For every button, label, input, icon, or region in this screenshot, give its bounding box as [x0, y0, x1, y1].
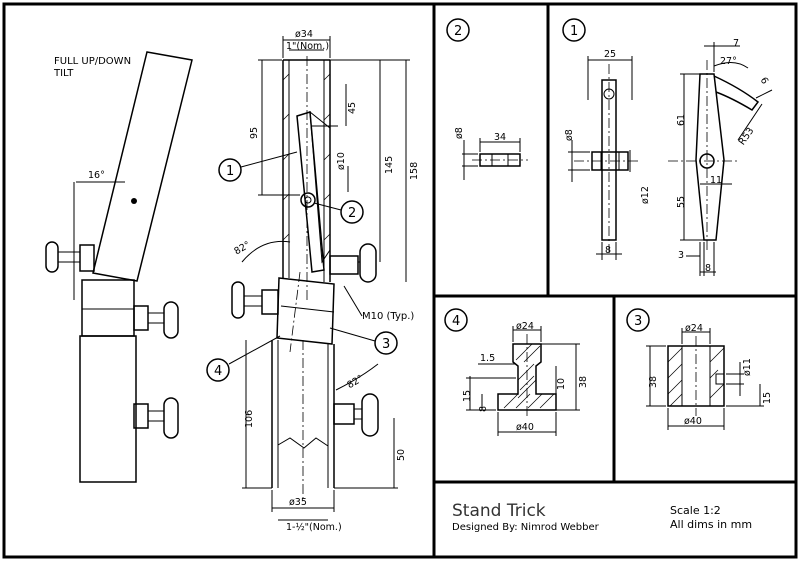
wedge-part-1	[296, 111, 325, 273]
dim-p4-8: 8	[478, 406, 489, 412]
svg-text:3: 3	[382, 337, 390, 352]
dim-p3-d24: ø24	[685, 323, 703, 334]
knob-section-upper	[359, 243, 377, 283]
dim-nom1: 1"(Nom.)	[286, 41, 329, 52]
dim-p1-d8: ø8	[564, 129, 575, 141]
assembly-section-view: ø34 1"(Nom.) 95 45 ø10 145 158 82°	[231, 29, 420, 533]
break-line	[277, 437, 329, 449]
title-block: Stand Trick Designed By: Nimrod Webber S…	[452, 501, 752, 533]
wedge-side-view	[695, 73, 725, 241]
dim-p4-d24: ø24	[516, 321, 534, 332]
dim-p4-10: 10	[556, 378, 567, 390]
panel-part-2: 2 34 ø8	[446, 18, 528, 180]
panel-part-4: 4 ø24 1.5 15 8 10 38 ø40	[444, 308, 589, 436]
dim-p4-d40: ø40	[516, 422, 534, 433]
knob-lower-right-1	[163, 301, 179, 339]
drawing-title: Stand Trick	[452, 501, 546, 521]
svg-text:1: 1	[226, 164, 234, 179]
svg-text:4: 4	[214, 364, 222, 379]
dim-od10: ø10	[336, 152, 347, 170]
svg-text:4: 4	[452, 314, 460, 329]
dim-158: 158	[409, 162, 420, 180]
units-note: All dims in mm	[670, 518, 752, 531]
dim-50: 50	[396, 449, 407, 461]
dim-p1-8: 8	[605, 245, 611, 256]
knob-upper-left	[45, 241, 59, 273]
upper-tube-tilted	[92, 51, 193, 282]
dim-p4-15: 15	[462, 390, 473, 402]
svg-text:2: 2	[348, 206, 356, 221]
scale-note: Scale 1:2	[670, 504, 721, 517]
balloon-3-panel	[626, 308, 650, 332]
knob-section-left	[231, 281, 245, 319]
assembly-side-view: FULL UP/DOWN TILT 16°	[45, 51, 193, 483]
designer-credit: Designed By: Nimrod Webber	[452, 522, 600, 533]
pin-part-2	[300, 192, 316, 208]
dim-p1-11: 11	[710, 175, 722, 186]
tilt-note-line2: TILT	[53, 68, 74, 79]
dim-p3-38: 38	[648, 376, 659, 388]
dim-p3-d11: ø11	[742, 358, 753, 376]
dim-p1-55: 55	[676, 196, 687, 208]
knob-lower-right-2	[163, 397, 179, 439]
balloon-2-assembly: 2	[313, 200, 364, 224]
dim-p3-d40: ø40	[684, 416, 702, 427]
bolt-upper	[329, 255, 359, 275]
knob-section-lower	[361, 393, 379, 437]
coupling-block	[276, 277, 335, 345]
dim-95: 95	[249, 127, 260, 139]
tilt-note-line1: FULL UP/DOWN	[54, 56, 131, 67]
balloon-3-assembly: 3	[329, 327, 398, 355]
dim-angle-82-lower: 82°	[345, 373, 365, 391]
dim-nom112: 1-½"(Nom.)	[286, 522, 342, 533]
dim-145: 145	[384, 156, 395, 174]
svg-text:1: 1	[570, 24, 578, 39]
nut-upper-left	[79, 244, 95, 272]
dim-p4-1-5: 1.5	[480, 353, 495, 364]
nut-lower-right-2	[133, 403, 149, 429]
balloon-1-panel	[562, 18, 586, 42]
lower-block	[81, 279, 135, 337]
dim-p1-r53: R53	[737, 126, 757, 148]
dim-p1-27deg: 27°	[720, 56, 737, 67]
lower-tube	[79, 335, 137, 483]
dim-p1-6: 6	[758, 76, 771, 87]
dim-od34: ø34	[295, 29, 313, 40]
dim-p2-d8: ø8	[454, 127, 465, 139]
panel-part-3: 3 ø24 38 ø11 15 ø40	[626, 308, 773, 430]
svg-text:3: 3	[634, 314, 642, 329]
svg-text:2: 2	[454, 24, 462, 39]
dim-p1-25: 25	[604, 49, 616, 60]
m10-note: M10 (Typ.)	[362, 311, 414, 322]
dim-p1-7: 7	[733, 38, 739, 49]
dim-p1-3: 3	[678, 250, 684, 261]
balloon-1-assembly: 1	[218, 151, 298, 182]
panel-part-1: 1 25 ø8 ø12 8 7 27° 6	[562, 18, 773, 276]
dim-p1-61: 61	[676, 114, 687, 126]
dim-p4-38: 38	[578, 376, 589, 388]
dim-p1-d12: ø12	[640, 186, 651, 204]
dim-od35: ø35	[289, 497, 307, 508]
dim-p1-8b: 8	[705, 263, 711, 274]
balloon-2-panel	[446, 18, 470, 42]
dim-45: 45	[347, 102, 358, 114]
dim-angle-16: 16°	[88, 170, 105, 181]
pin-hole	[131, 198, 137, 204]
dim-p2-34: 34	[494, 132, 506, 143]
balloon-4-assembly: 4	[206, 335, 281, 382]
balloon-4-panel	[444, 308, 468, 332]
wedge-lip	[713, 75, 760, 111]
dim-106: 106	[244, 410, 255, 428]
nut-lower-right-1	[133, 305, 149, 331]
dim-p3-15: 15	[762, 392, 773, 404]
